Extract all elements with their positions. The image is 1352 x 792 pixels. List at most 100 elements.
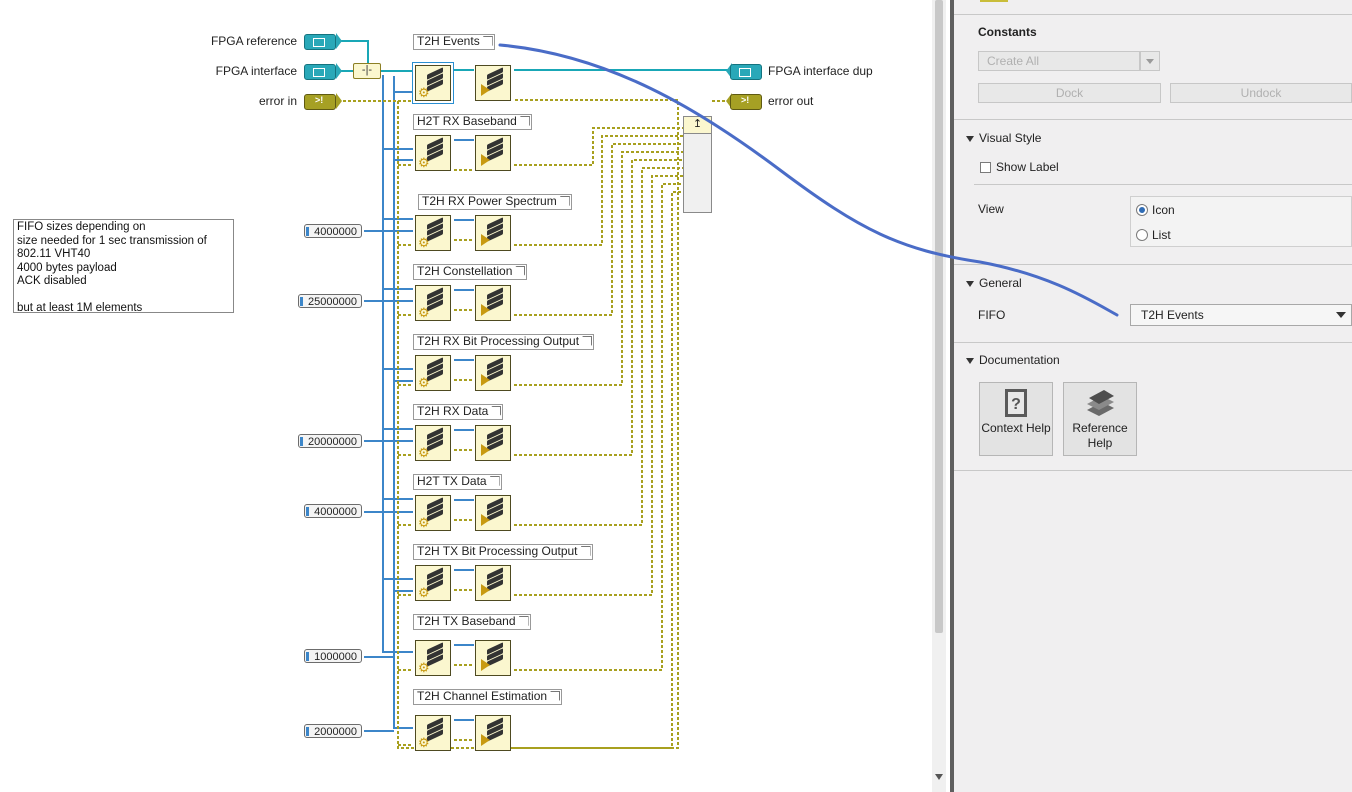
panel-divider <box>954 470 1352 471</box>
fifo-start-node[interactable] <box>475 285 511 321</box>
error-trunk-left <box>397 99 679 749</box>
fifo-depth-constant[interactable]: 4000000 <box>304 224 362 238</box>
fifo-start-node[interactable] <box>475 715 511 751</box>
unbundle-node[interactable]: -|- <box>353 63 381 79</box>
fifo-field-label: FIFO <box>978 308 1006 322</box>
fifo-start-node[interactable] <box>475 565 511 601</box>
fifo-start-node[interactable] <box>475 65 511 101</box>
fifo-configure-node[interactable]: ⚙ <box>415 215 451 251</box>
fifo-start-node[interactable] <box>475 215 511 251</box>
fifo-configure-node[interactable]: ⚙ <box>412 62 454 104</box>
reference-help-label: Reference Help <box>1072 421 1128 450</box>
block-diagram[interactable]: FPGA reference FPGA interface error in F… <box>0 0 932 792</box>
view-icon-radio[interactable] <box>1136 204 1148 216</box>
fpga-interface-terminal[interactable] <box>304 64 336 80</box>
fpga-interface-label: FPGA interface <box>215 64 297 78</box>
documentation-title: Documentation <box>979 353 1060 367</box>
panel-divider <box>954 264 1352 265</box>
error-in-terminal[interactable]: >! <box>304 94 336 110</box>
scroll-down-icon[interactable] <box>935 774 943 780</box>
fifo-label-t2h-rx-bit-processing-output[interactable]: T2H RX Bit Processing Output <box>413 334 595 350</box>
visual-style-title: Visual Style <box>979 131 1042 145</box>
create-all-button[interactable]: Create All <box>978 51 1140 71</box>
context-help-button[interactable]: ? Context Help <box>979 382 1053 456</box>
error-node-wires <box>514 127 683 749</box>
fpga-reference-terminal[interactable] <box>304 34 336 50</box>
general-title: General <box>979 276 1022 290</box>
caret-down-icon <box>966 357 974 364</box>
fifo-depth-constant[interactable]: 20000000 <box>298 434 362 448</box>
fifo-configure-node[interactable]: ⚙ <box>415 715 451 751</box>
fifo-configure-node[interactable]: ⚙ <box>415 640 451 676</box>
fifo-label-t2h-tx-bit-processing-output[interactable]: T2H TX Bit Processing Output <box>413 544 593 560</box>
fifo-configure-node[interactable]: ⚙ <box>415 135 451 171</box>
fifo-select-value: T2H Events <box>1141 308 1204 322</box>
panel-divider <box>954 14 1352 15</box>
undock-button[interactable]: Undock <box>1170 83 1352 103</box>
books-icon <box>1084 388 1116 418</box>
fifo-label-t2h-channel-estimation[interactable]: T2H Channel Estimation <box>413 689 563 705</box>
fifo-configure-node[interactable]: ⚙ <box>415 355 451 391</box>
fpga-interface-dup-terminal[interactable] <box>730 64 762 80</box>
fifo-depth-constant[interactable]: 2000000 <box>304 724 362 738</box>
constants-section-title: Constants <box>978 25 1037 39</box>
fpga-interface-dup-label: FPGA interface dup <box>768 64 873 78</box>
documentation-section-header[interactable]: Documentation <box>966 353 1060 367</box>
fifo-depth-constant[interactable]: 25000000 <box>298 294 362 308</box>
fifo-start-node[interactable] <box>475 135 511 171</box>
svg-text:?: ? <box>1011 396 1021 413</box>
error-out-label: error out <box>768 94 814 108</box>
fifo-start-node[interactable] <box>475 640 511 676</box>
fifo-label-h2t-rx-baseband[interactable]: H2T RX Baseband <box>413 114 532 130</box>
fifo-size-comment[interactable]: FIFO sizes depending on size needed for … <box>13 219 234 314</box>
view-label: View <box>978 202 1004 216</box>
view-list-radio[interactable] <box>1136 229 1148 241</box>
dock-button[interactable]: Dock <box>978 83 1161 103</box>
fifo-depth-constant[interactable]: 4000000 <box>304 504 362 518</box>
fifo-start-node[interactable] <box>475 425 511 461</box>
error-out-terminal[interactable]: >! <box>730 94 762 110</box>
merge-errors-node[interactable]: ↥ <box>683 116 712 213</box>
fifo-configure-node[interactable]: ⚙ <box>415 285 451 321</box>
fifo-label-t2h-rx-power-spectrum[interactable]: T2H RX Power Spectrum <box>418 194 572 210</box>
visual-style-section-header[interactable]: Visual Style <box>966 131 1041 145</box>
fifo-configure-node[interactable]: ⚙ <box>415 565 451 601</box>
view-icon-text: Icon <box>1152 203 1175 217</box>
fifo-label-h2t-tx-data[interactable]: H2T TX Data <box>413 474 502 490</box>
fpga-reference-label: FPGA reference <box>210 34 297 48</box>
fifo-label-t2h-events[interactable]: T2H Events <box>413 34 495 50</box>
general-section-header[interactable]: General <box>966 276 1022 290</box>
constant-wires <box>364 230 394 732</box>
context-help-label: Context Help <box>981 421 1051 435</box>
context-help-icon: ? <box>1000 388 1032 418</box>
caret-down-icon <box>966 135 974 142</box>
panel-top-swatch <box>980 0 1008 2</box>
error-in-label: error in <box>258 94 297 108</box>
fifo-label-t2h-tx-baseband[interactable]: T2H TX Baseband <box>413 614 531 630</box>
panel-divider <box>954 119 1352 120</box>
fifo-configure-node[interactable]: ⚙ <box>415 495 451 531</box>
chevron-down-icon <box>1336 312 1346 318</box>
vertical-scrollbar[interactable] <box>932 0 946 792</box>
fpga-reference-arrow-icon <box>336 33 342 49</box>
fifo-depth-constant[interactable]: 1000000 <box>304 649 362 663</box>
show-label-text: Show Label <box>996 160 1059 174</box>
panel-divider <box>954 342 1352 343</box>
panel-divider <box>974 184 1352 185</box>
reference-help-button[interactable]: Reference Help <box>1063 382 1137 456</box>
fifo-ref-trunk-b <box>393 76 413 729</box>
fifo-label-t2h-constellation[interactable]: T2H Constellation <box>413 264 528 280</box>
error-node-in-wires <box>398 164 474 746</box>
node-link-wires <box>454 139 474 721</box>
fifo-label-t2h-rx-data[interactable]: T2H RX Data <box>413 404 504 420</box>
fifo-configure-node[interactable]: ⚙ <box>415 425 451 461</box>
create-all-dropdown[interactable] <box>1140 51 1160 71</box>
scrollbar-thumb[interactable] <box>935 0 943 633</box>
chevron-down-icon <box>1146 59 1154 65</box>
fifo-select[interactable]: T2H Events <box>1130 304 1352 326</box>
caret-down-icon <box>966 280 974 287</box>
show-label-checkbox[interactable] <box>980 162 991 173</box>
fifo-start-node[interactable] <box>475 355 511 391</box>
fifo-start-node[interactable] <box>475 495 511 531</box>
error-in-arrow-icon <box>336 93 342 109</box>
